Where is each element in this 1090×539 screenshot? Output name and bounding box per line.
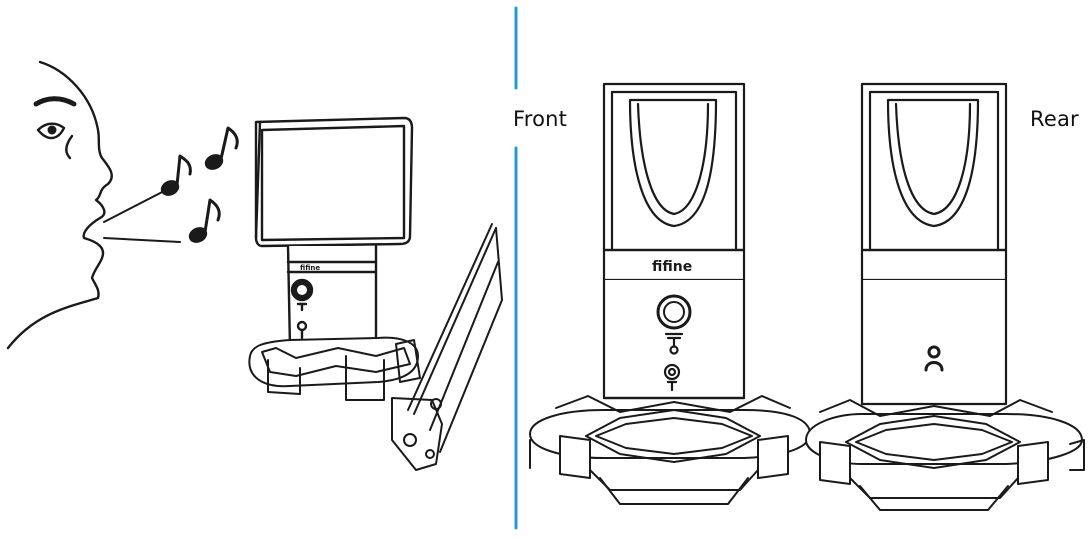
gain-knob-icon xyxy=(656,294,692,355)
rear-microphone xyxy=(860,82,1008,406)
shock-mount-icon xyxy=(248,336,421,401)
front-brand-logo: fifine xyxy=(652,259,692,275)
pickup-pattern-icon xyxy=(924,345,944,372)
front-microphone: fifine xyxy=(602,82,746,400)
rear-label: Rear xyxy=(1030,107,1079,131)
sound-lines xyxy=(103,187,181,243)
front-label: Front xyxy=(513,107,568,131)
shock-mount-icon xyxy=(805,399,1085,511)
microphone-icon: fifine xyxy=(254,116,414,350)
music-note-icon xyxy=(204,126,239,170)
mic-brand-small: fifine xyxy=(300,264,320,272)
headphone-jack-icon xyxy=(663,363,681,392)
face-profile-icon xyxy=(6,60,113,350)
boom-arm-icon xyxy=(391,223,503,471)
music-note-icon xyxy=(188,198,221,243)
shock-mount-icon xyxy=(529,395,811,505)
music-note-icon xyxy=(160,154,192,196)
